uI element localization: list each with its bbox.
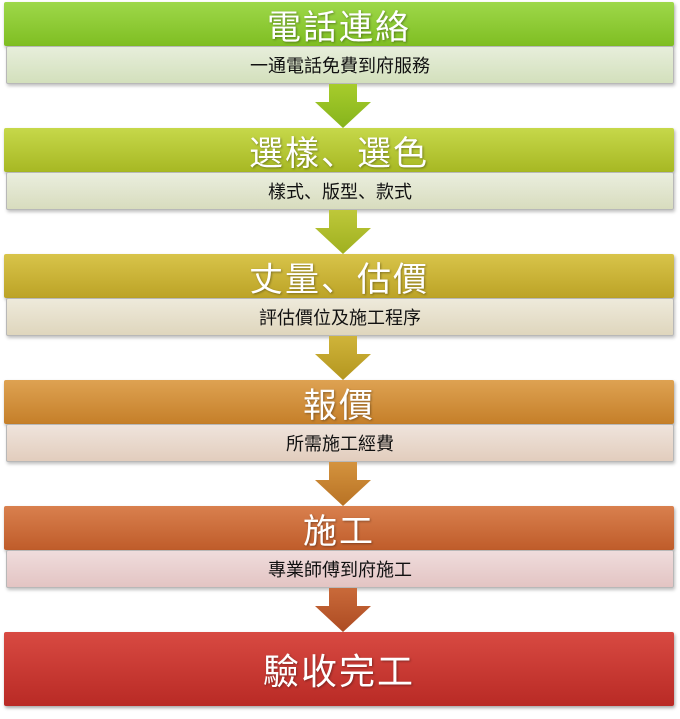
step-4-title: 報價 — [4, 380, 674, 426]
arrow-down-icon — [315, 462, 371, 506]
step-3-subtitle: 評估價位及施工程序 — [6, 298, 674, 336]
step-2-subtitle: 樣式、版型、款式 — [6, 172, 674, 210]
arrow-down-icon — [315, 210, 371, 254]
step-1-title: 電話連絡 — [4, 2, 674, 48]
step-5-subtitle: 專業師傅到府施工 — [6, 550, 674, 588]
step-2-title: 選樣、選色 — [4, 128, 674, 174]
step-1-subtitle: 一通電話免費到府服務 — [6, 46, 674, 84]
step-3-title: 丈量、估價 — [4, 254, 674, 300]
arrow-down-icon — [315, 84, 371, 128]
arrow-down-icon — [315, 336, 371, 380]
arrow-down-icon — [315, 588, 371, 632]
step-4-subtitle: 所需施工經費 — [6, 424, 674, 462]
step-5-title: 施工 — [4, 506, 674, 552]
step-6-title: 驗收完工 — [4, 632, 674, 706]
